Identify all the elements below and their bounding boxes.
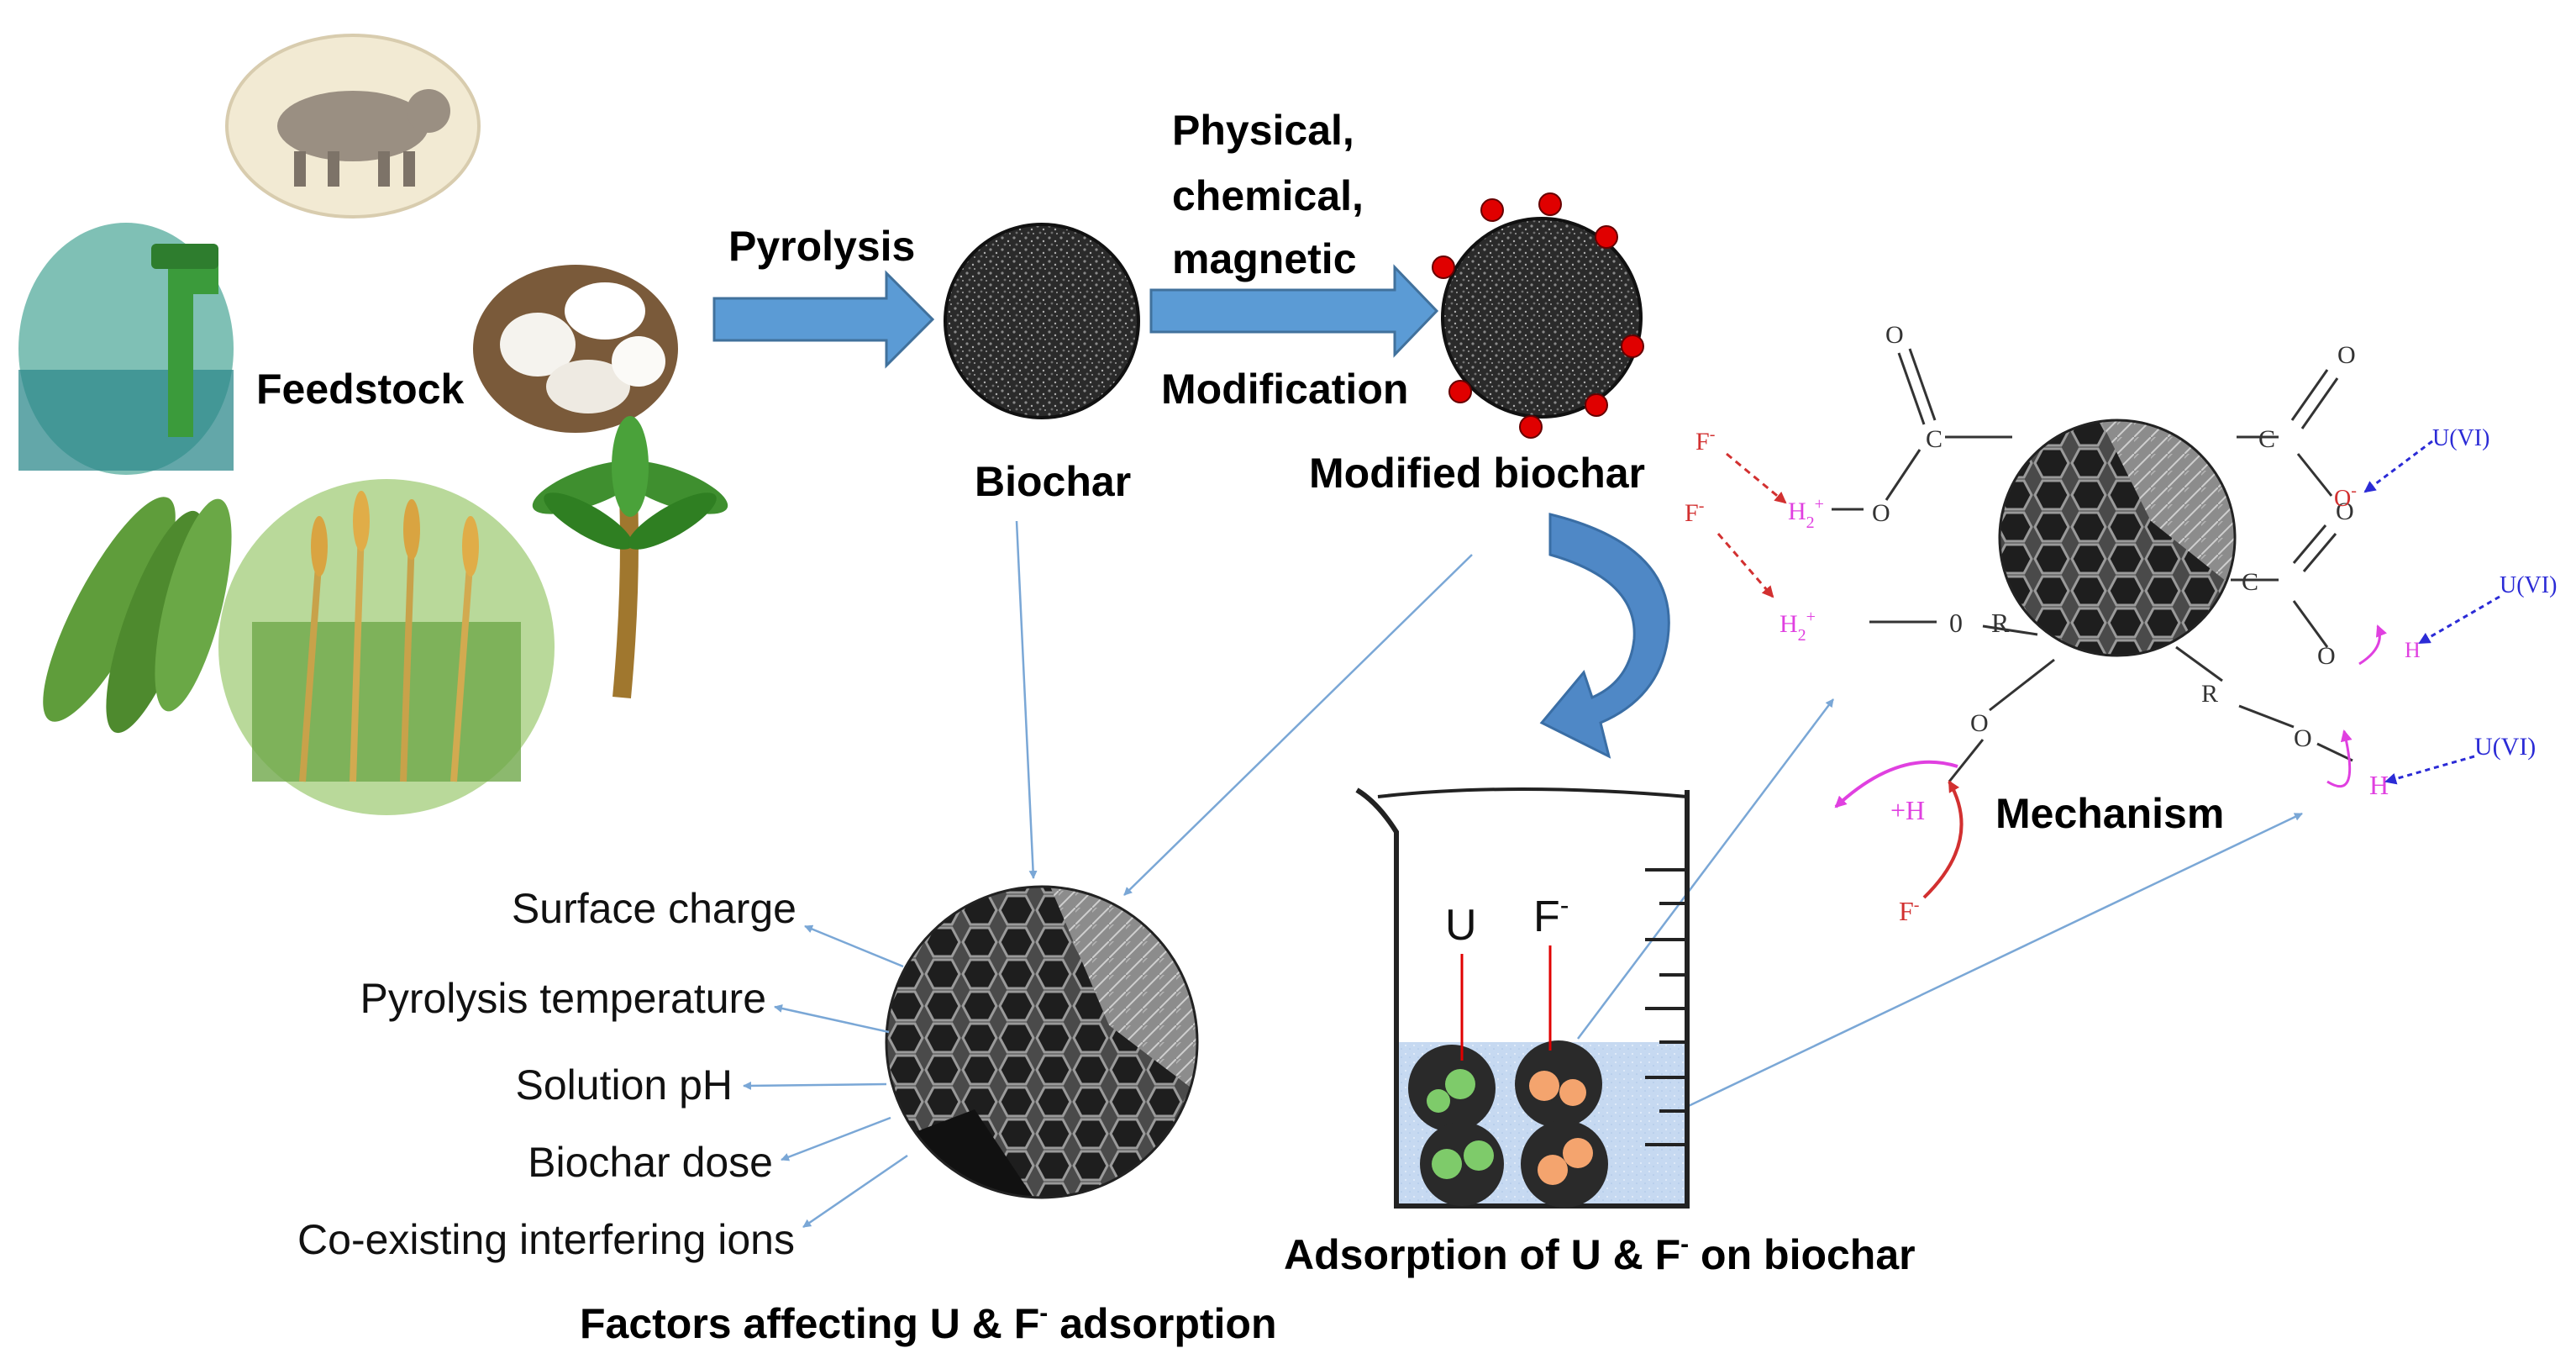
svg-text:O: O [2317, 642, 2336, 670]
factor-biochar-dose: Biochar dose [528, 1139, 773, 1186]
mechanism-h-right-1: H [2405, 638, 2421, 662]
svg-text:C: C [2242, 568, 2258, 596]
svg-text:O: O [2294, 724, 2312, 752]
factor-interfering-ions: Co-existing interfering ions [297, 1216, 795, 1263]
uranium-loaded-particles [1408, 1045, 1504, 1206]
svg-text:O: O [1885, 321, 1904, 349]
connector-arrows [1015, 520, 2303, 1130]
curved-arrow [1539, 513, 1670, 759]
eggshell-image [473, 265, 678, 433]
mechanism-h2-plus-1: H2+ [1788, 495, 1824, 532]
wastewater-image [18, 223, 234, 475]
svg-text:R: R [1991, 608, 2010, 638]
mechanism-u6-1: U(VI) [2432, 425, 2489, 451]
mechanism-sem-image [1998, 419, 2237, 657]
mechanism-f-minus-3: F- [1899, 896, 1919, 926]
svg-text:0: 0 [1949, 608, 1963, 638]
factors-title: Factors affecting U & F- adsorption [580, 1299, 1277, 1347]
biochar-particle [944, 223, 1140, 419]
fluoride-loaded-particles [1515, 1040, 1608, 1208]
proton-arrow-right-1 [2358, 624, 2387, 666]
pea-pods-image [43, 497, 232, 734]
modification-type-line1: Physical, [1172, 107, 1354, 154]
mechanism-o-minus: O- [2334, 482, 2357, 512]
svg-text:O: O [2337, 341, 2356, 369]
mechanism-atoms: C O O C O C O O 0 R O R O [1872, 321, 2356, 752]
fluoride-attack-arrows [1716, 452, 1787, 598]
modification-type-line3: magnetic [1172, 235, 1357, 282]
pyrolysis-arrow [712, 270, 935, 369]
modified-biochar-label: Modified biochar [1309, 450, 1645, 497]
mechanism-plus-h: +H [1890, 795, 1925, 825]
factor-solution-ph: Solution pH [516, 1061, 733, 1109]
mechanism-f-minus-2: F- [1685, 497, 1704, 527]
mechanism-u6-3: U(VI) [2474, 733, 2536, 761]
svg-text:C: C [2258, 425, 2275, 453]
proton-release-arrow [1834, 760, 1958, 808]
modification-label: Modification [1161, 366, 1408, 413]
svg-text:R: R [2201, 680, 2218, 708]
fluoride-curved-arrow [1922, 780, 1964, 899]
svg-text:C: C [1926, 425, 1943, 453]
mechanism-label: Mechanism [1995, 790, 2224, 837]
mechanism-h2-plus-2: H2+ [1780, 608, 1816, 645]
feedstock-label: Feedstock [256, 366, 465, 413]
modified-biochar-particle [1432, 192, 1644, 439]
mechanism-h-right-2: H [2369, 770, 2389, 800]
beaker-f-label: F- [1533, 890, 1569, 941]
factor-pyrolysis-temperature: Pyrolysis temperature [360, 975, 767, 1022]
wheat-field-image [218, 479, 555, 815]
proton-arrow-right-2 [2326, 729, 2353, 787]
mechanism-f-minus-1: F- [1695, 425, 1715, 456]
biochar-label: Biochar [975, 458, 1131, 505]
factor-arrows [743, 924, 908, 1229]
adsorption-title: Adsorption of U & F- on biochar [1284, 1230, 1916, 1278]
factor-surface-charge: Surface charge [512, 885, 796, 932]
beaker [1355, 787, 1690, 1209]
beaker-u-label: U [1445, 901, 1477, 950]
uranium-attack-arrows [2363, 440, 2500, 785]
svg-text:O: O [1970, 709, 1989, 737]
modification-arrow [1149, 264, 1439, 358]
svg-text:O: O [1872, 499, 1890, 527]
pyrolysis-label: Pyrolysis [728, 223, 915, 270]
svg-text:O: O [2336, 498, 2354, 525]
modification-type-line2: chemical, [1172, 172, 1364, 219]
pig-image [225, 34, 481, 219]
palm-tree-image [532, 416, 728, 699]
mechanism-u6-2: U(VI) [2500, 572, 2557, 598]
mechanism-bonds [1869, 348, 2353, 782]
sem-biochar-image [885, 885, 1199, 1199]
